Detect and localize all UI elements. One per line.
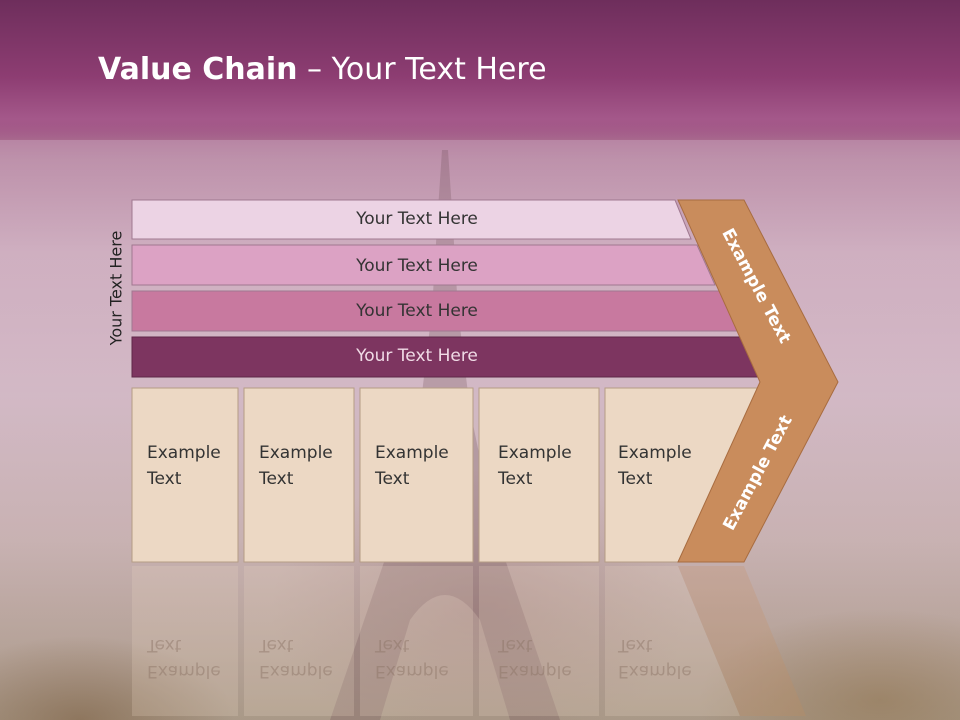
column-3 <box>359 387 474 563</box>
band-1-label: Your Text Here <box>356 209 478 229</box>
column-3-line2: Text <box>375 469 410 489</box>
slide-title: Value Chain – Your Text Here <box>98 52 547 87</box>
column-1 <box>131 387 239 563</box>
band-4-label: Your Text Here <box>356 346 478 366</box>
column-4-text: Example Text <box>498 440 572 492</box>
header-band <box>0 0 960 140</box>
column-1-line1: Example <box>147 443 221 463</box>
column-1-line2: Text <box>147 469 182 489</box>
band-3-label: Your Text Here <box>356 301 478 321</box>
column-5-line1: Example <box>618 443 692 463</box>
column-2-text: Example Text <box>259 440 333 492</box>
band-2 <box>131 244 716 286</box>
column-2-line2: Text <box>259 469 294 489</box>
chevron-arrow <box>677 199 839 563</box>
column-3-text: Example Text <box>375 440 449 492</box>
band-1 <box>131 199 692 240</box>
title-rest: – Your Text Here <box>297 52 547 87</box>
title-bold: Value Chain <box>98 52 298 87</box>
column-3-line1: Example <box>375 443 449 463</box>
column-1-text: Example Text <box>147 440 221 492</box>
column-5-text: Example Text <box>618 440 692 492</box>
column-2 <box>243 387 355 563</box>
column-2-line1: Example <box>259 443 333 463</box>
reflection <box>132 566 806 716</box>
column-4 <box>478 387 600 563</box>
column-5-line2: Text <box>618 469 653 489</box>
column-4-line1: Example <box>498 443 572 463</box>
column-4-line2: Text <box>498 469 533 489</box>
band-2-label: Your Text Here <box>356 256 478 276</box>
